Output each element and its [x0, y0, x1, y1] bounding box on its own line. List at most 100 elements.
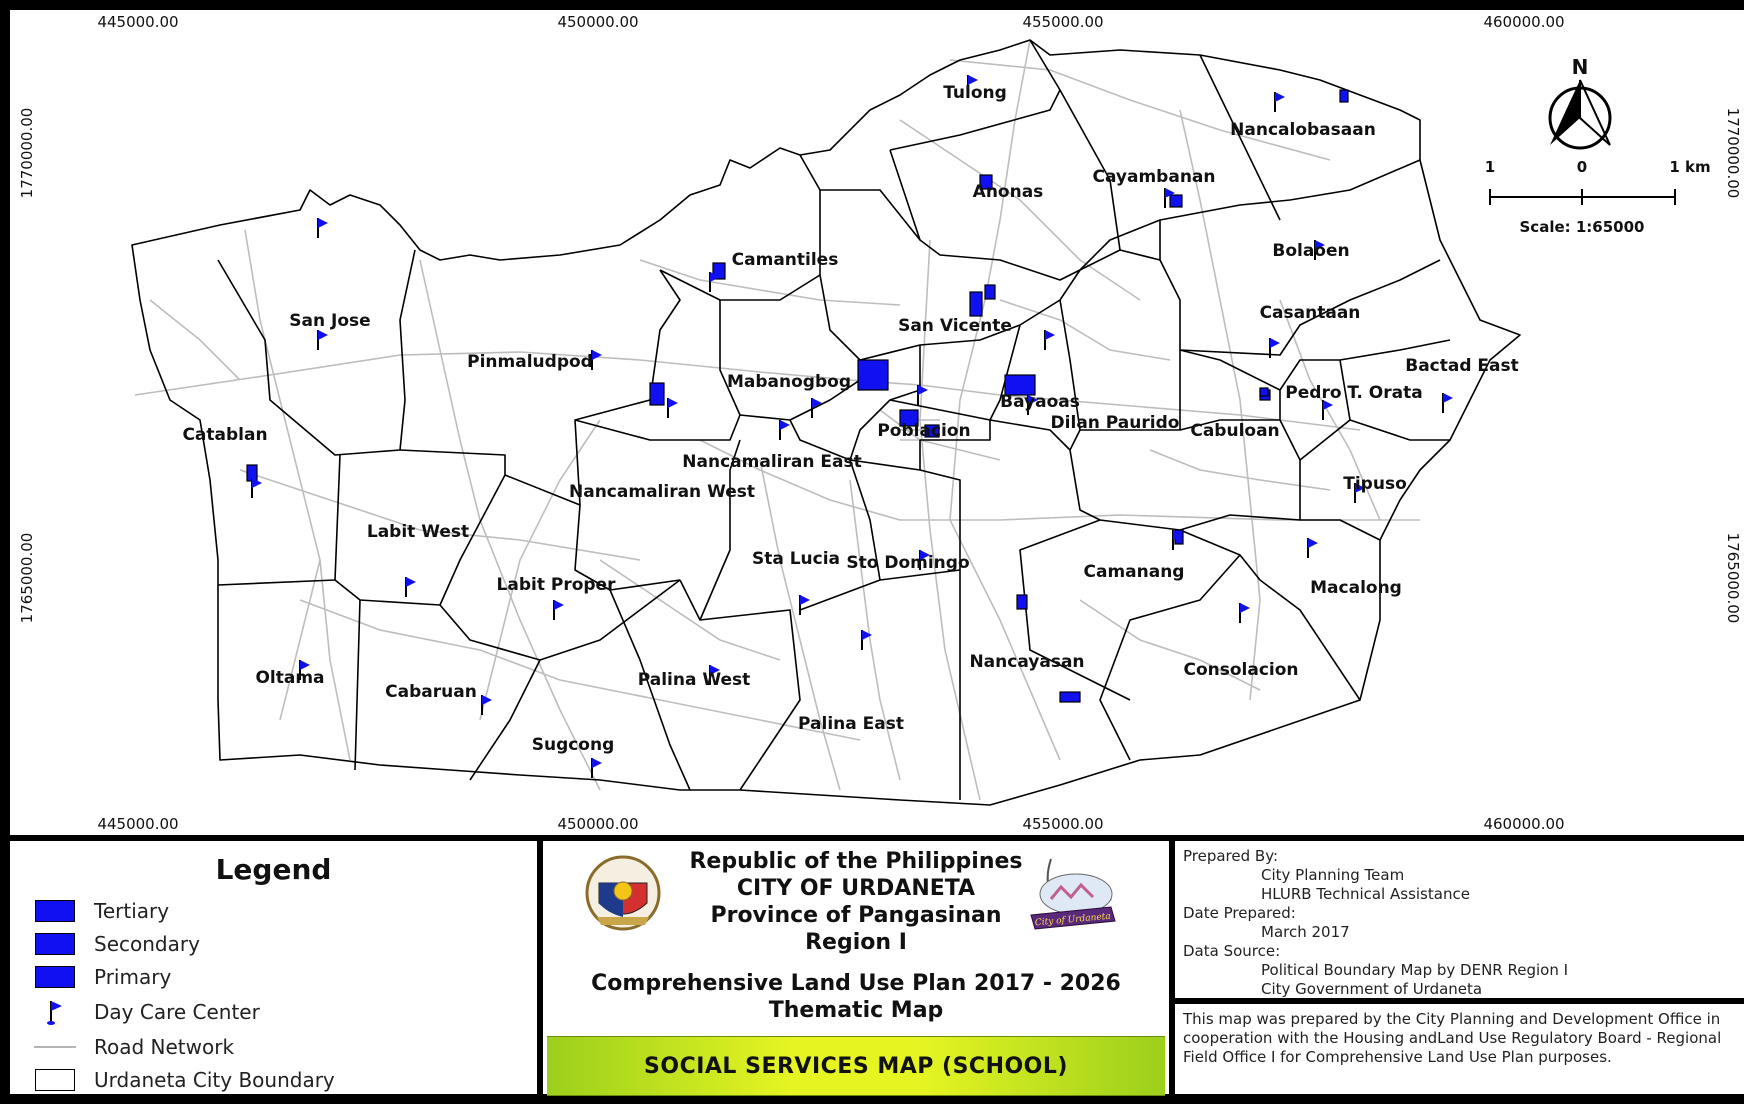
x-coord-bottom: 445000.00: [97, 815, 178, 833]
plan-title: Comprehensive Land Use Plan 2017 - 2026: [591, 971, 1121, 996]
secondary-swatch: [35, 933, 75, 955]
y-coord-right: 1765000.00: [1724, 533, 1742, 624]
flag-icon: [709, 665, 720, 685]
map-footer: Legend Tertiary Secondary Primary Day Ca…: [10, 835, 1744, 1104]
legend-item-road: Road Network: [34, 1033, 234, 1061]
x-coord-top: 460000.00: [1483, 13, 1564, 31]
city-seal-icon: City of Urdaneta: [1030, 858, 1116, 930]
barangay-label: Nancamaliran East: [682, 452, 861, 472]
prepared-info: Prepared By: City Planning Team HLURB Te…: [1175, 841, 1744, 1004]
barangay-label: Nancamaliran West: [569, 482, 755, 502]
flag-icon: [1322, 400, 1333, 420]
barangay-label: Camantiles: [732, 250, 839, 270]
flag-icon: [1269, 338, 1280, 358]
barangay-label: Sta Lucia: [752, 549, 840, 569]
flag-icon: [917, 385, 928, 405]
map-title: SOCIAL SERVICES MAP (SCHOOL): [644, 1053, 1068, 1079]
y-coord-left: 1770000.00: [18, 108, 36, 199]
barangay-label: Tulong: [943, 83, 1007, 103]
north-label: N: [1572, 55, 1589, 79]
barangay-label: Palina East: [798, 714, 904, 734]
legend-label: Primary: [94, 965, 172, 989]
barangay-label: Cabaruan: [385, 682, 477, 702]
legend-title: Legend: [215, 853, 332, 886]
barangay-label: Catablan: [182, 425, 267, 445]
barangay-label: Casantaan: [1260, 303, 1361, 323]
date-label: Date Prepared:: [1183, 904, 1296, 922]
flag-icon: [299, 660, 310, 680]
flag-icon: [591, 350, 602, 370]
flag-icon: [1027, 395, 1038, 415]
x-coord-bottom: 450000.00: [557, 815, 638, 833]
legend-item-day-care: Day Care Center: [34, 998, 260, 1026]
flag-icon: [405, 577, 416, 597]
title-line: Province of Pangasinan: [710, 903, 1002, 928]
flag-icon: [919, 550, 930, 570]
flag-icon: [1314, 240, 1325, 260]
philippine-seal-icon: [585, 855, 661, 931]
barangay-label: Macalong: [1310, 578, 1402, 598]
flag-icon: [317, 330, 328, 350]
flag-icon: [667, 398, 678, 418]
legend-label: Day Care Center: [94, 1000, 260, 1024]
coordinate-labels: 445000.00 450000.00 455000.00 460000.00 …: [18, 13, 1742, 833]
flag-icon: [811, 398, 822, 418]
legend-item-primary: Primary: [34, 963, 171, 991]
y-coord-left: 1765000.00: [18, 533, 36, 624]
flag-icon: [1044, 330, 1055, 350]
flag-icon: [481, 695, 492, 715]
source-value: Political Boundary Map by DENR Region I: [1261, 961, 1569, 979]
road-network: [134, 39, 1420, 801]
flag-icon: [967, 75, 978, 95]
legend-panel: Legend Tertiary Secondary Primary Day Ca…: [10, 841, 543, 1104]
flag-icon: [251, 478, 262, 498]
flag-icon: [709, 272, 720, 292]
barangay-label: San Jose: [289, 311, 370, 331]
title-line: CITY OF URDANETA: [736, 876, 976, 901]
scale-tick: 1 km: [1669, 158, 1710, 176]
legend-item-boundary: Urdaneta City Boundary: [34, 1066, 335, 1094]
note-text: This map was prepared by the City Planni…: [1183, 1010, 1722, 1066]
subtitle: Thematic Map: [768, 998, 944, 1023]
barangay-boundaries: [131, 39, 1521, 806]
prepared-by: HLURB Technical Assistance: [1261, 885, 1470, 903]
barangay-label: Nancalobasaan: [1230, 120, 1376, 140]
barangay-label: Bactad East: [1405, 356, 1519, 376]
flag-icon: [779, 420, 790, 440]
barangay-labels: Tulong Nancalobasaan Anonas Cayambanan B…: [182, 83, 1518, 755]
barangay-label: Sugcong: [532, 735, 615, 755]
day-care-flags: [251, 75, 1453, 778]
barangay-label: Oltama: [255, 668, 324, 688]
legend-label: Urdaneta City Boundary: [94, 1068, 335, 1092]
x-coord-bottom: 455000.00: [1022, 815, 1103, 833]
prepared-by: City Planning Team: [1261, 866, 1405, 884]
barangay-label: Anonas: [973, 182, 1044, 202]
flag-icon: [591, 758, 602, 778]
north-arrow-icon: N: [1548, 55, 1612, 150]
y-coord-right: 1770000.00: [1724, 108, 1742, 199]
title-line: Region I: [805, 930, 907, 955]
primary-swatch: [35, 966, 75, 988]
source-value: City Government of Urdaneta: [1261, 980, 1483, 998]
barangay-label: Bayaoas: [1000, 392, 1080, 412]
flag-icon: [1164, 188, 1175, 208]
legend-item-secondary: Secondary: [34, 930, 200, 958]
flag-icon: [1172, 530, 1183, 550]
flag-icon: [861, 630, 872, 650]
tertiary-swatch: [35, 900, 75, 922]
x-coord-top: 445000.00: [97, 13, 178, 31]
scale-text: Scale: 1:65000: [1520, 218, 1645, 236]
legend-label: Secondary: [94, 932, 200, 956]
flag-icon: [317, 218, 328, 238]
barangay-label: Camanang: [1084, 562, 1185, 582]
barangay-label: Sto Domingo: [846, 553, 969, 573]
legend-label: Road Network: [94, 1035, 235, 1059]
flag-icon: [1307, 538, 1318, 558]
barangay-label: Pinmaludpod: [467, 352, 593, 372]
barangay-label: Cayambanan: [1092, 167, 1215, 187]
date-value: March 2017: [1261, 923, 1350, 941]
scale-tick: 1: [1485, 158, 1495, 176]
x-coord-top: 450000.00: [557, 13, 638, 31]
flag-icon: [799, 595, 810, 615]
